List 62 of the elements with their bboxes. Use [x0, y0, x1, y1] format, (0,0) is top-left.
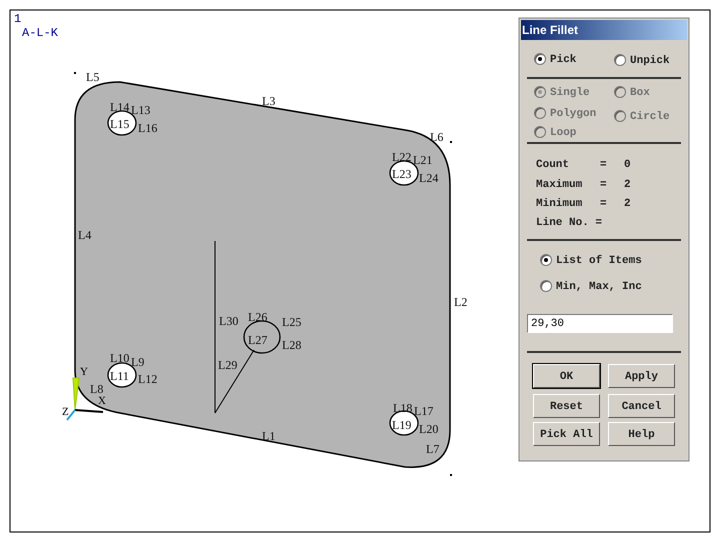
radio-option: Unpick	[614, 55, 670, 67]
line-label: L14	[110, 100, 130, 115]
line-label: L23	[392, 167, 412, 182]
axis-label: X	[98, 395, 106, 407]
field-value: 2	[624, 198, 631, 210]
radio-option: Pick	[534, 54, 576, 66]
line-label: L7	[426, 442, 440, 457]
radio-option: Circle	[614, 111, 670, 123]
help-button: Help	[608, 422, 675, 446]
input-field: 29,30	[527, 314, 673, 333]
field-label: Line No. =	[536, 217, 602, 229]
line-label: L12	[138, 372, 158, 387]
line-label: L29	[218, 358, 238, 373]
line-label: L4	[78, 228, 92, 243]
field-value: 0	[624, 159, 631, 171]
line-label: L21	[413, 153, 432, 168]
plot-title: A-L-K	[22, 26, 58, 40]
field-label: =	[600, 159, 607, 171]
line-label: L10	[110, 351, 130, 366]
field-label: Count	[536, 159, 570, 171]
field-label: =	[600, 198, 607, 210]
line-label: L22	[392, 150, 412, 165]
line-label: L8	[90, 382, 104, 396]
line-label: L19	[392, 418, 412, 433]
line-label: L26	[248, 310, 268, 325]
field-label: Minimum	[536, 198, 582, 210]
line-label: L16	[138, 121, 158, 136]
line-label: L30	[219, 314, 238, 329]
line-label: L1	[262, 429, 276, 444]
line-label: L3	[262, 94, 276, 109]
cancel-button: Cancel	[608, 394, 675, 418]
line-label: L6	[430, 130, 444, 145]
line-label: L28	[282, 338, 302, 353]
ok-button: OK	[533, 364, 600, 388]
field-value: 2	[624, 179, 631, 191]
axis-label: Y	[80, 366, 88, 378]
line-label: L2	[454, 295, 468, 310]
radio-option: Single	[534, 87, 590, 99]
line-label: L13	[131, 103, 150, 118]
line-label: L5	[86, 70, 100, 85]
radio-option: List of Items	[540, 255, 642, 267]
field-label: =	[600, 179, 607, 191]
line-label: L15	[110, 117, 130, 132]
radio-option: Loop	[534, 127, 576, 139]
axis-label: Z	[62, 406, 69, 418]
line-label: L9	[131, 355, 144, 370]
line-label: L11	[110, 369, 129, 384]
dialog-title: Line Fillet	[522, 23, 578, 37]
field-label: Maximum	[536, 179, 582, 191]
apply-button: Apply	[608, 364, 675, 388]
line-label: L24	[419, 171, 438, 186]
radio-option: Polygon	[534, 108, 596, 120]
line-label: L18	[393, 401, 412, 416]
radio-option: Box	[614, 87, 650, 99]
pick-all-button: Pick All	[533, 422, 600, 446]
viewport-number: 1	[14, 12, 22, 26]
line-label: L20	[419, 422, 438, 437]
line-label: L25	[282, 315, 302, 330]
reset-button: Reset	[533, 394, 600, 418]
line-label: L27	[248, 333, 268, 348]
line-label: L17	[414, 404, 434, 419]
radio-option: Min, Max, Inc	[540, 281, 642, 293]
